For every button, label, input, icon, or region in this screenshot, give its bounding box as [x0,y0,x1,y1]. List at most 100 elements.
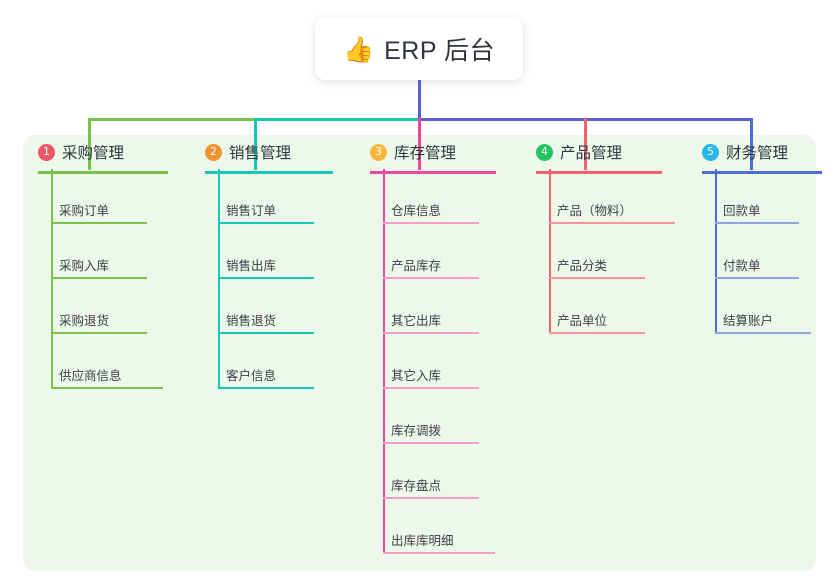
connector-trunk-segment [584,118,753,121]
leaf-item-label: 结算账户 [723,314,774,328]
leaf-item-rule [51,332,147,334]
column-spine-3 [383,169,385,554]
leaf-item[interactable]: 其它入库 [355,334,479,389]
column-header-rule-5 [702,171,822,174]
column-badge-4: 4 [536,143,553,161]
column-title-1: 采购管理 [62,145,125,162]
connector-drop-2 [254,118,257,170]
leaf-item-rule [383,497,479,499]
column-header-rule-4 [536,171,662,174]
leaf-item-rule [51,222,147,224]
leaf-item-label: 销售出库 [226,259,277,273]
leaf-item-rule [715,332,811,334]
leaf-item-rule [218,332,314,334]
leaf-item[interactable]: 客户信息 [190,334,314,389]
connector-trunk-segment [418,118,587,121]
thumbs-up-icon: 👍 [342,34,375,64]
leaf-item-label: 供应商信息 [59,369,122,383]
leaf-item[interactable]: 结算账户 [687,279,811,334]
column-header-rule-2 [205,171,333,174]
leaf-item-label: 采购入库 [59,259,110,273]
leaf-item-label: 库存盘点 [391,479,442,493]
leaf-item[interactable]: 产品单位 [521,279,645,334]
column-1: 1 采购管理采购订单采购入库采购退货供应商信息 [23,135,168,389]
leaf-item[interactable]: 库存盘点 [355,444,479,499]
column-items-1: 采购订单采购入库采购退货供应商信息 [23,169,163,389]
leaf-item[interactable]: 销售订单 [190,169,314,224]
leaf-item[interactable]: 采购退货 [23,279,147,334]
leaf-item[interactable]: 采购订单 [23,169,147,224]
leaf-item-rule [218,277,314,279]
leaf-item[interactable]: 库存调拨 [355,389,479,444]
root-node[interactable]: 👍 ERP 后台 [315,18,523,80]
leaf-item-rule [218,222,314,224]
column-items-3: 仓库信息产品库存其它出库其它入库库存调拨库存盘点出库库明细 [355,169,495,554]
leaf-item[interactable]: 产品分类 [521,224,645,279]
leaf-item-rule [383,387,479,389]
root-node-title: ERP 后台 [384,37,496,65]
column-header-5[interactable]: 5 财务管理 [687,135,822,174]
leaf-item[interactable]: 其它出库 [355,279,479,334]
leaf-item[interactable]: 销售退货 [190,279,314,334]
leaf-item[interactable]: 回款单 [687,169,799,224]
column-badge-1: 1 [38,143,55,161]
leaf-item-rule [549,277,645,279]
column-spine-1 [51,169,53,389]
column-header-2[interactable]: 2 销售管理 [190,135,333,174]
leaf-item-rule [218,387,314,389]
leaf-item-rule [383,442,479,444]
leaf-item-rule [549,332,645,334]
connector-trunk-segment [254,118,421,121]
column-header-rule-1 [38,171,168,174]
connector-drop-5 [750,118,753,170]
leaf-item[interactable]: 仓库信息 [355,169,479,224]
leaf-item[interactable]: 采购入库 [23,224,147,279]
column-header-1[interactable]: 1 采购管理 [23,135,168,174]
leaf-item[interactable]: 产品库存 [355,224,479,279]
column-items-4: 产品（物料）产品分类产品单位 [521,169,675,334]
connector-drop-3 [418,118,421,170]
leaf-item-label: 客户信息 [226,369,277,383]
leaf-item-rule [549,222,675,224]
column-5: 5 财务管理回款单付款单结算账户 [687,135,822,334]
column-items-5: 回款单付款单结算账户 [687,169,811,334]
leaf-item-rule [51,387,163,389]
column-badge-5: 5 [702,143,719,161]
leaf-item-rule [51,277,147,279]
leaf-item-label: 出库库明细 [391,534,454,548]
column-4: 4 产品管理产品（物料）产品分类产品单位 [521,135,675,334]
column-header-4[interactable]: 4 产品管理 [521,135,662,174]
column-title-2: 销售管理 [229,145,292,162]
leaf-item[interactable]: 供应商信息 [23,334,163,389]
leaf-item-label: 产品单位 [557,314,608,328]
column-items-2: 销售订单销售出库销售退货客户信息 [190,169,314,389]
column-title-5: 财务管理 [726,145,789,162]
column-spine-2 [218,169,220,389]
leaf-item-label: 其它出库 [391,314,442,328]
column-badge-2: 2 [205,143,222,161]
leaf-item-rule [715,222,799,224]
leaf-item[interactable]: 产品（物料） [521,169,675,224]
leaf-item-label: 采购订单 [59,204,110,218]
leaf-item[interactable]: 销售出库 [190,224,314,279]
leaf-item[interactable]: 付款单 [687,224,799,279]
leaf-item-label: 仓库信息 [391,204,442,218]
leaf-item-label: 销售订单 [226,204,277,218]
leaf-item-rule [383,332,479,334]
leaf-item[interactable]: 出库库明细 [355,499,495,554]
leaf-item-rule [383,552,495,554]
column-spine-5 [715,169,717,334]
leaf-item-label: 采购退货 [59,314,110,328]
column-spine-4 [549,169,551,334]
leaf-item-label: 库存调拨 [391,424,442,438]
leaf-item-label: 销售退货 [226,314,277,328]
connector-trunk-segment [88,118,257,121]
leaf-item-rule [383,277,479,279]
column-badge-3: 3 [370,143,387,161]
connector-root-stem [418,80,421,120]
column-title-4: 产品管理 [560,145,623,162]
leaf-item-label: 其它入库 [391,369,442,383]
leaf-item-rule [383,222,479,224]
